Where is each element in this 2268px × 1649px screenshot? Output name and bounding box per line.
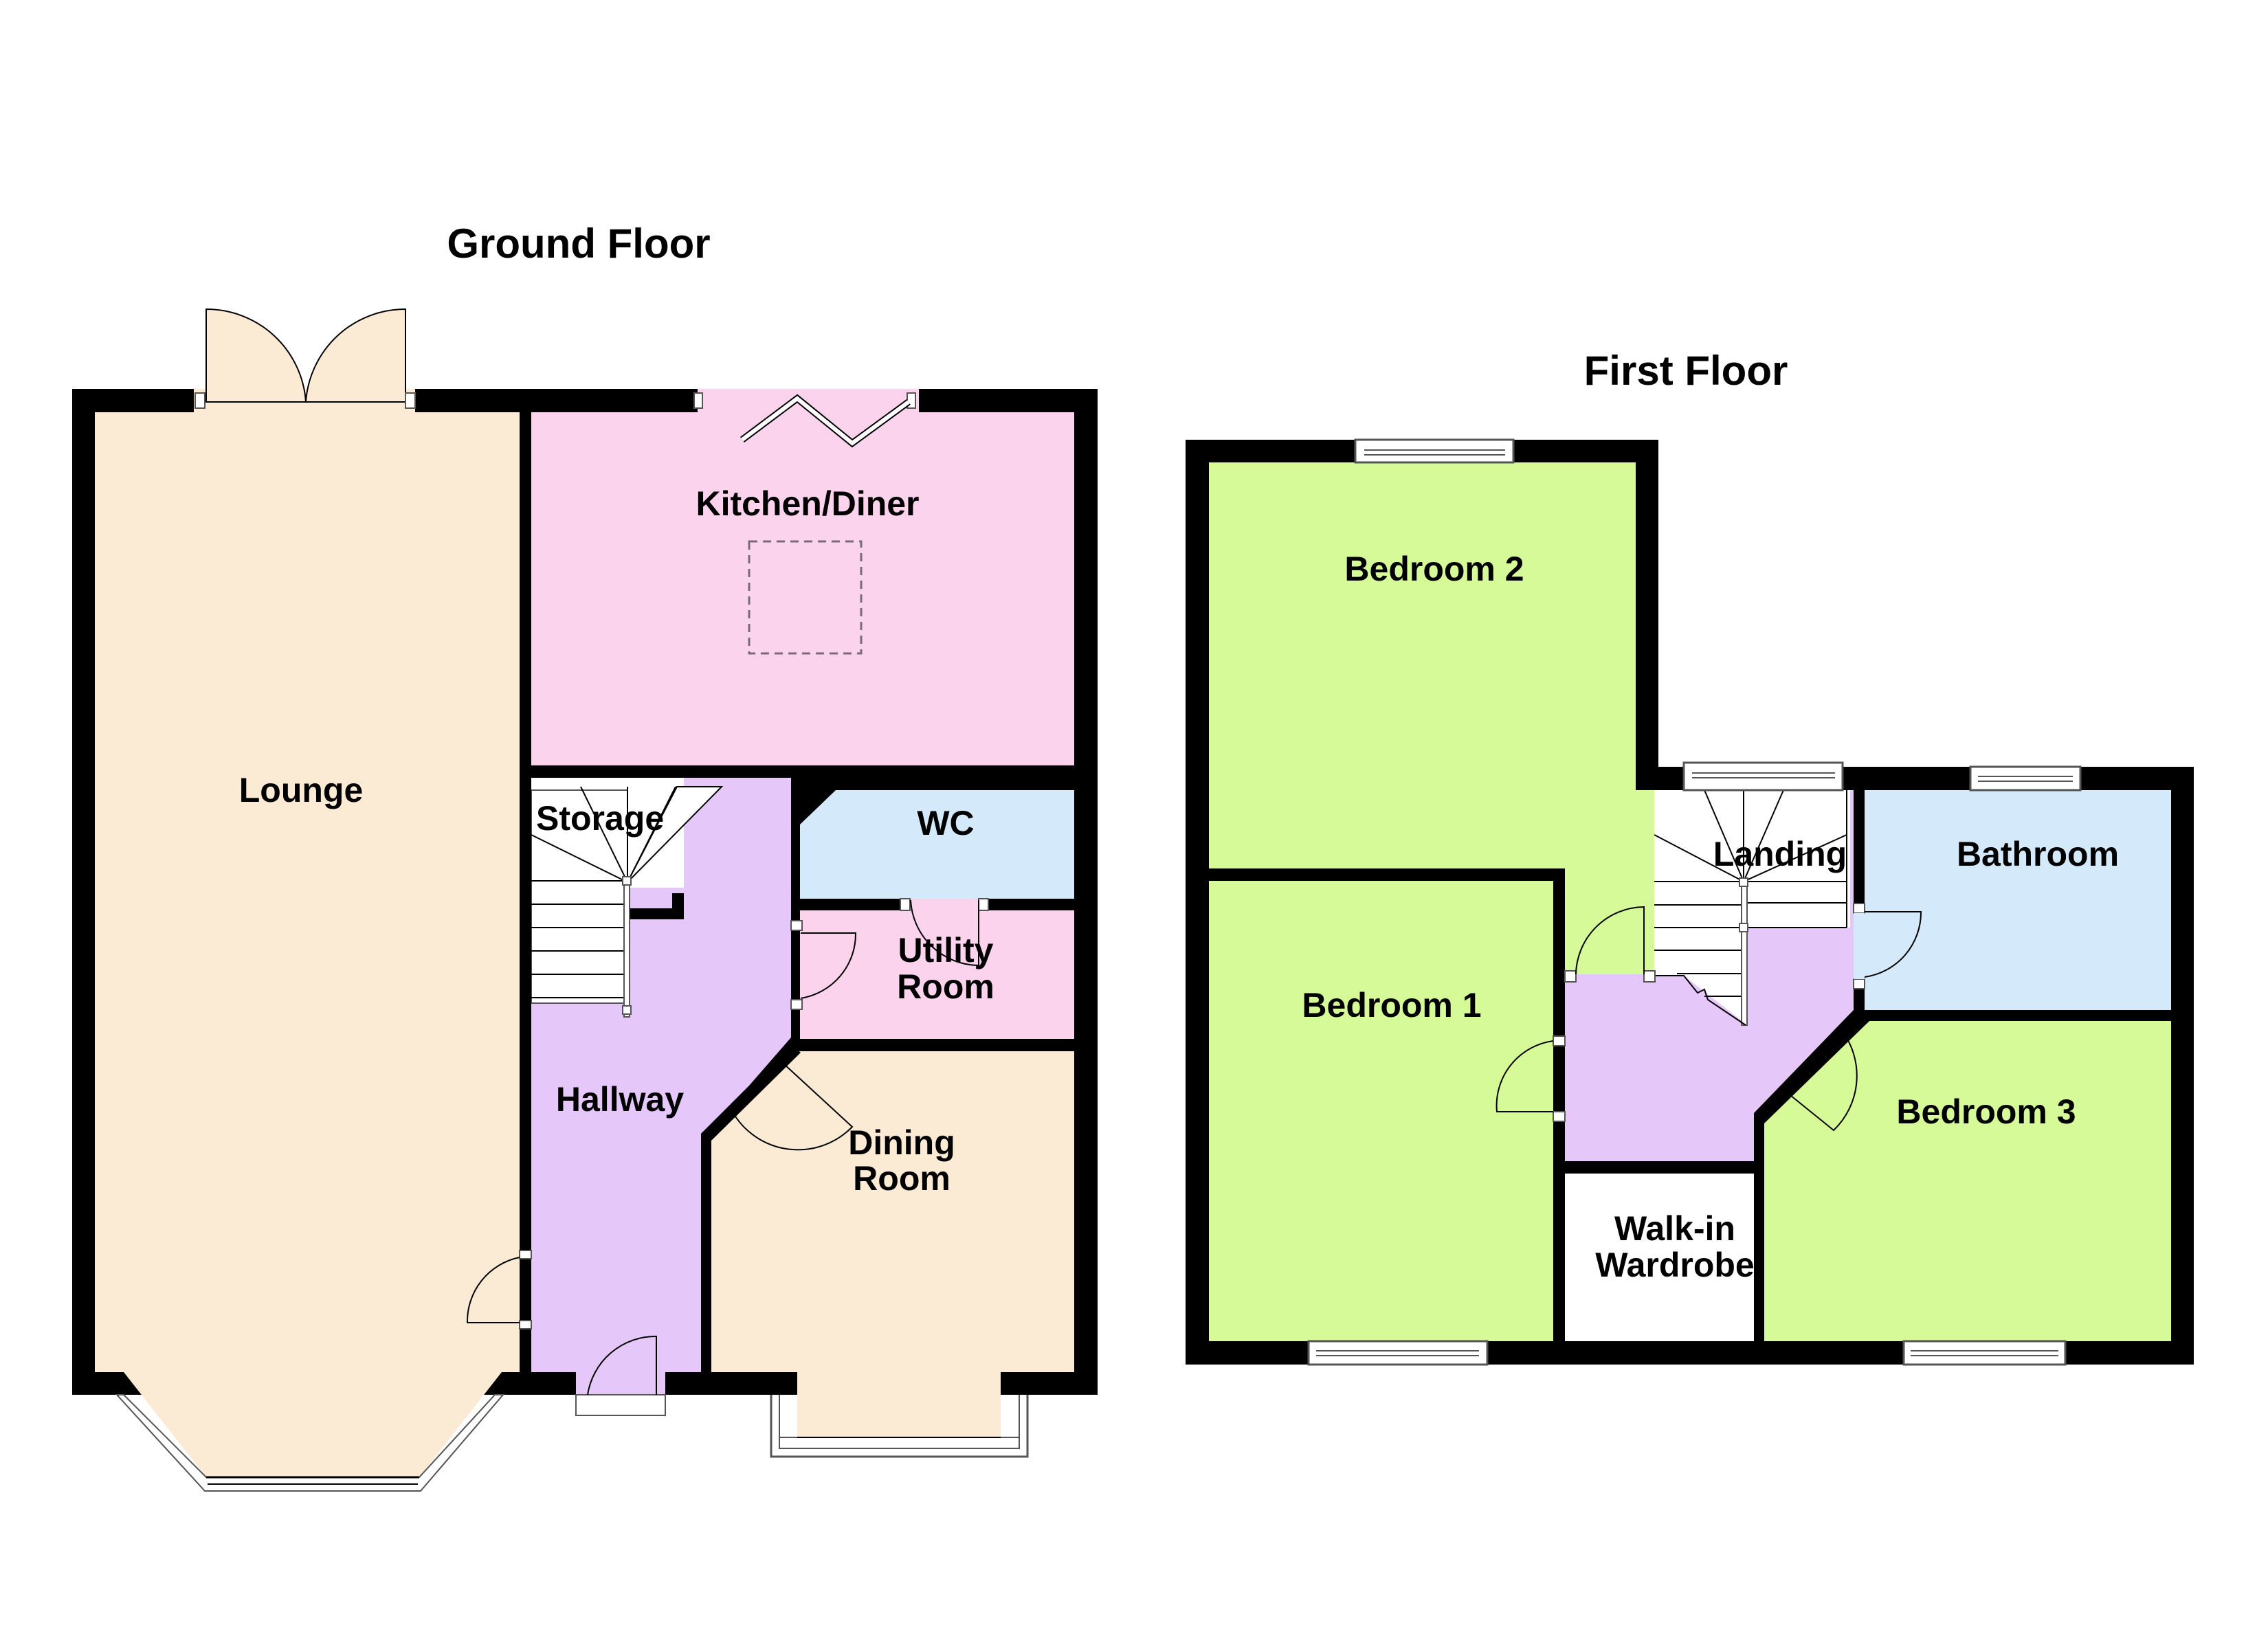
- ground-floor-title: Ground Floor: [447, 221, 710, 267]
- lounge-hall-door: [466, 1250, 532, 1330]
- storage-wall: [630, 908, 684, 919]
- wc-floor: [800, 790, 1074, 899]
- room-label-bathroom: Bathroom: [1957, 835, 2119, 873]
- bedroom-1-door: [1496, 1035, 1566, 1122]
- room-label-wc: WC: [917, 804, 974, 842]
- room-label-dining-line2: Room: [853, 1159, 950, 1198]
- dining-bay-window: [770, 1372, 1029, 1458]
- front-door: [575, 1335, 666, 1416]
- utility-room-floor: [800, 910, 1074, 1039]
- room-label-storage: Storage: [536, 799, 664, 838]
- room-label-dining-line1: Dining: [848, 1123, 955, 1162]
- wardrobe-top-wall: [1565, 1161, 1764, 1174]
- kitchen-skylight: [748, 540, 863, 655]
- bedroom-2-door: [1564, 906, 1656, 983]
- bathroom-window: [1969, 765, 2082, 792]
- first-floor-staircase: [1654, 789, 1850, 1026]
- ground-floor-plan: Ground Floor: [72, 221, 1098, 1492]
- lounge-french-doors: [194, 308, 416, 412]
- bedroom-3-door: [1786, 1030, 1858, 1132]
- utility-dining-wall: [791, 1039, 1098, 1051]
- bedroom-2-floor: [1209, 462, 1654, 974]
- lounge-floor: [95, 412, 520, 1372]
- bedroom-3-floor: [1764, 1021, 2171, 1341]
- bathroom-bedroom3-wall: [1854, 1010, 2194, 1021]
- bedroom3-chamfer-wall: [1754, 1010, 1869, 1341]
- bedroom-3-window: [1902, 1340, 2067, 1366]
- dining-chamfer-wall: [701, 1044, 801, 1372]
- bedroom-2-window: [1354, 438, 1515, 464]
- room-label-utility-line1: Utility: [898, 931, 994, 969]
- bedroom1-east-wall: [1553, 868, 1565, 1341]
- bedroom-1-floor: [1209, 881, 1553, 1341]
- walk-in-wardrobe-floor: [1565, 1174, 1754, 1341]
- room-label-bedroom-3: Bedroom 3: [1896, 1092, 2076, 1131]
- first-floor-title: First Floor: [1584, 348, 1788, 394]
- room-label-wardrobe-line2: Wardrobe: [1595, 1246, 1755, 1284]
- wc-door: [900, 898, 989, 967]
- room-label-wardrobe-line1: Walk-in: [1614, 1209, 1735, 1248]
- bedroom-1-window: [1307, 1340, 1489, 1366]
- bathroom-floor: [1865, 790, 2171, 1010]
- utility-door: [790, 920, 857, 1010]
- room-label-bedroom-2: Bedroom 2: [1344, 550, 1524, 588]
- kitchen-south-wall-right: [791, 765, 1098, 779]
- first-floor-plan: First Floor: [1186, 348, 2194, 1366]
- dining-door: [735, 1063, 854, 1151]
- landing-window: [1682, 761, 1844, 792]
- kitchen-bifold-doors: [693, 389, 919, 448]
- bedroom1-bedroom2-wall: [1209, 868, 1565, 881]
- kitchen-south-wall-left: [531, 765, 698, 778]
- ground-floor-staircase: [531, 786, 724, 1018]
- hallway-east-wall: [791, 778, 802, 1046]
- room-label-utility-line2: Room: [897, 967, 994, 1006]
- room-label-lounge: Lounge: [239, 771, 364, 809]
- lounge-bay-window: [115, 1372, 505, 1492]
- bathroom-door: [1853, 903, 1922, 989]
- lounge-hallway-wall: [520, 412, 531, 1372]
- room-label-bedroom-1: Bedroom 1: [1302, 986, 1481, 1024]
- room-label-hallway: Hallway: [556, 1080, 684, 1119]
- kitchen-diner-floor: [531, 412, 1074, 765]
- room-label-kitchen-diner: Kitchen/Diner: [696, 484, 919, 523]
- room-label-landing: Landing: [1713, 835, 1847, 873]
- dining-room-floor: [711, 1051, 1074, 1372]
- storage-wall-stub: [672, 893, 684, 919]
